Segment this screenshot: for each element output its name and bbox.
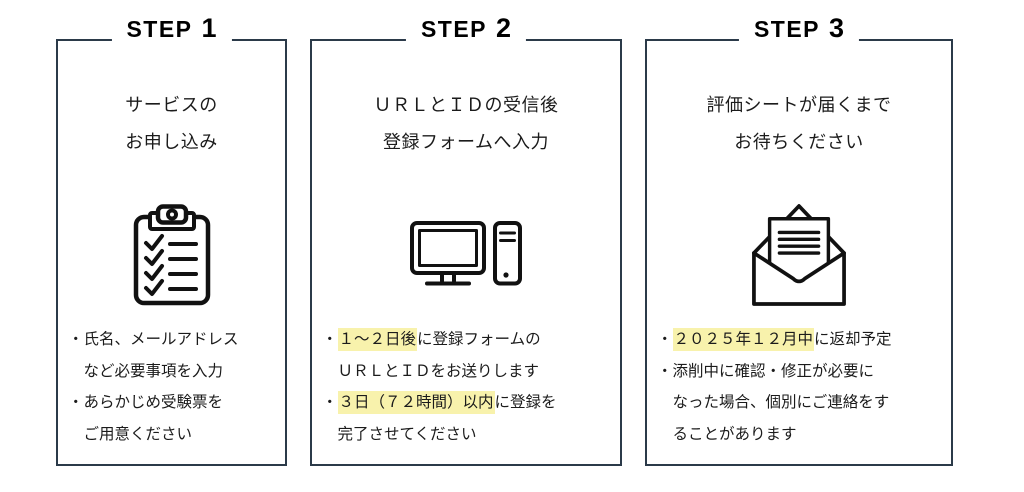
- title-line: ＵＲＬとＩＤの受信後: [373, 95, 559, 115]
- step-label: STEP: [126, 16, 193, 42]
- step-label: STEP: [753, 16, 821, 42]
- step-3-header: STEP 3: [738, 13, 860, 44]
- note-line: ＵＲＬとＩＤをお送りします: [337, 362, 540, 380]
- note-line: ・あらかじめ受験票を: [68, 394, 224, 411]
- step-1-header: STEP 1: [111, 13, 232, 44]
- step-3-notes: ・２０２５年１２月中に返却予定 ・添削中に確認・修正が必要に なった場合、個別に…: [657, 324, 947, 450]
- step-3-card: STEP 3 評価シートが届くまで お待ちください ・２０２５年１２月中に返却予定…: [645, 13, 953, 466]
- step-2-card: STEP 2 ＵＲＬとＩＤの受信後 登録フォームへ入力 ・１～２日後に登録フォーム…: [310, 13, 622, 466]
- step-number: 2: [496, 13, 512, 43]
- note-line: など必要事項を入力: [83, 362, 224, 380]
- note-line: ・２０２５年１２月中に返却予定: [657, 324, 947, 356]
- note-line: ・氏名、メールアドレス: [68, 331, 239, 348]
- note-line: ・１～２日後に登録フォームの: [322, 324, 616, 356]
- title-line: サービスの: [125, 95, 218, 115]
- step-1-title: サービスの お申し込み: [58, 87, 285, 161]
- step-2-title: ＵＲＬとＩＤの受信後 登録フォームへ入力: [312, 87, 620, 161]
- note-line: ・添削中に確認・修正が必要に: [657, 362, 875, 380]
- desktop-computer-icon: [312, 151, 620, 359]
- title-line: お申し込み: [125, 132, 218, 152]
- step-number: 1: [201, 13, 217, 43]
- clipboard-checklist-icon: [58, 151, 285, 359]
- step-1-card: STEP 1 サービスの お申し込み ・氏名、メールアドレス: [56, 13, 287, 466]
- title-line: 登録フォームへ入力: [383, 132, 549, 152]
- note-line: なった場合、個別にご連絡をす: [672, 394, 890, 411]
- step-1-notes: ・氏名、メールアドレス など必要事項を入力 ・あらかじめ受験票を ご用意ください: [68, 324, 281, 450]
- step-3-title: 評価シートが届くまで お待ちください: [647, 87, 951, 161]
- step-2-notes: ・１～２日後に登録フォームの ＵＲＬとＩＤをお送りします ・３日（７２時間）以内…: [322, 324, 616, 450]
- open-envelope-icon: [647, 151, 951, 359]
- note-line: 完了させてください: [337, 425, 477, 443]
- step-2-header: STEP 2: [405, 13, 527, 44]
- title-line: お待ちください: [734, 132, 864, 152]
- step-number: 3: [829, 13, 845, 43]
- note-line: ご用意ください: [83, 425, 193, 443]
- note-line: ることがあります: [672, 425, 797, 443]
- step-label: STEP: [420, 16, 488, 42]
- note-line: ・３日（７２時間）以内に登録を: [322, 387, 616, 419]
- title-line: 評価シートが届くまで: [706, 95, 892, 115]
